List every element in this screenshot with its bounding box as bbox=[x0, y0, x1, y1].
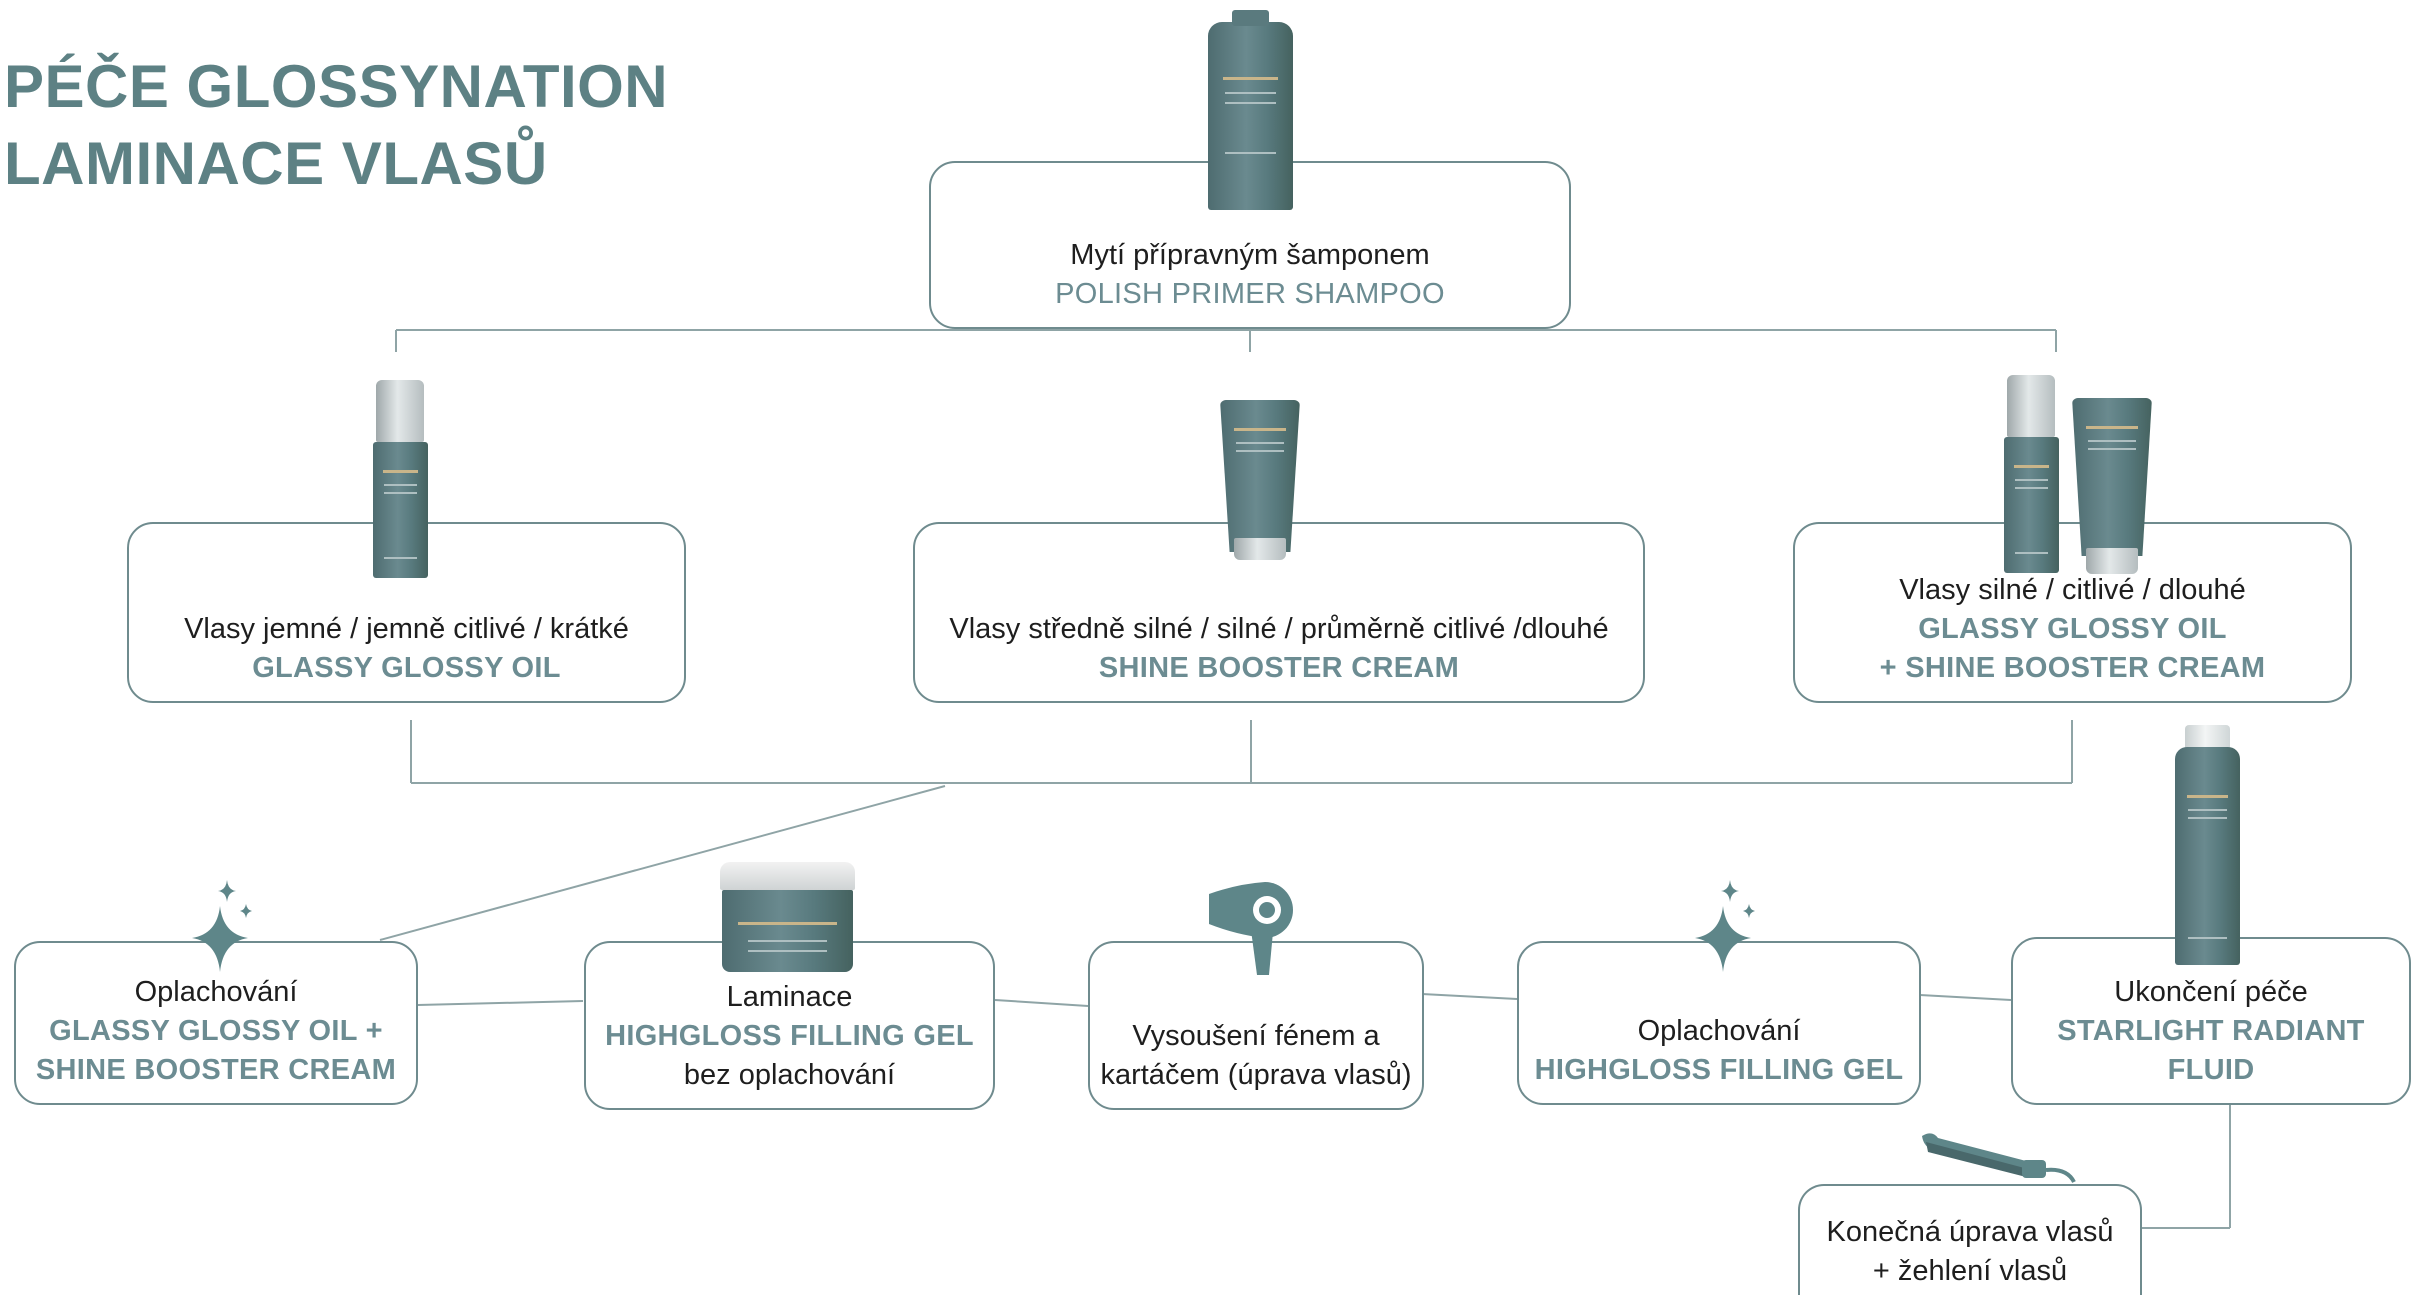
step-finish-box: Ukončení péče STARLIGHT RADIANT FLUID bbox=[2011, 937, 2411, 1105]
connector bbox=[417, 1000, 584, 1006]
step-rinse-gel-text: Oplachování bbox=[1637, 1015, 1801, 1047]
step-shampoo-product: POLISH PRIMER SHAMPOO bbox=[1055, 278, 1445, 310]
step-rinse-oil-product: GLASSY GLOSSY OIL + bbox=[49, 1015, 383, 1047]
step-rinse-oil-box: Oplachování GLASSY GLOSSY OIL + SHINE BO… bbox=[14, 941, 418, 1105]
step-drying-box: Vysoušení fénem a kartáčem (úprava vlasů… bbox=[1088, 941, 1424, 1110]
starlight-radiant-fluid-image bbox=[2175, 725, 2240, 965]
hair-type-strong-product: GLASSY GLOSSY OIL bbox=[1918, 613, 2227, 645]
hair-type-medium-text: Vlasy středně silné / silné / průměrně c… bbox=[949, 613, 1609, 645]
step-rinse-gel-product: HIGHGLOSS FILLING GEL bbox=[1534, 1054, 1904, 1086]
step-finish-product: STARLIGHT RADIANT FLUID bbox=[2057, 1015, 2365, 1086]
connector bbox=[1421, 993, 1518, 1000]
page-title: PÉČE GLOSSYNATION LAMINACE VLASŮ bbox=[4, 48, 668, 202]
connector bbox=[1919, 994, 2012, 1001]
hair-type-strong-box: Vlasy silné / citlivé / dlouhé GLASSY GL… bbox=[1793, 522, 2352, 703]
step-shampoo-box: Mytí přípravným šamponem POLISH PRIMER S… bbox=[929, 161, 1571, 329]
step-rinse-oil-text: Oplachování bbox=[134, 976, 298, 1008]
step-lamination-note: bez oplachování bbox=[683, 1059, 896, 1091]
hair-dryer-icon bbox=[1209, 882, 1293, 975]
title-line-2: LAMINACE VLASŮ bbox=[4, 130, 548, 197]
sparkle-icon bbox=[1695, 880, 1755, 972]
hair-straightener-icon bbox=[1922, 1133, 2076, 1183]
hair-type-fine-product: GLASSY GLOSSY OIL bbox=[252, 652, 561, 684]
hair-type-strong-product-2: + SHINE BOOSTER CREAM bbox=[1879, 652, 2266, 684]
step-drying-text: Vysoušení fénem a bbox=[1132, 1020, 1380, 1052]
title-line-1: PÉČE GLOSSYNATION bbox=[4, 53, 669, 120]
final-styling-text: Konečná úprava vlasů bbox=[1826, 1216, 2114, 1248]
final-styling-text-2: + žehlení vlasů bbox=[1872, 1255, 2068, 1287]
step-rinse-gel-box: Oplachování HIGHGLOSS FILLING GEL bbox=[1517, 941, 1921, 1105]
final-styling-box: Konečná úprava vlasů + žehlení vlasů bbox=[1798, 1184, 2142, 1295]
highgloss-filling-gel-jar-image bbox=[720, 862, 855, 972]
hair-type-medium-product: SHINE BOOSTER CREAM bbox=[1098, 652, 1460, 684]
sparkle-icon bbox=[192, 880, 252, 972]
step-lamination-product: HIGHGLOSS FILLING GEL bbox=[605, 1020, 974, 1052]
connector bbox=[379, 785, 946, 941]
step-drying-text-2: kartáčem (úprava vlasů) bbox=[1100, 1059, 1412, 1091]
glassy-glossy-oil-image bbox=[2004, 375, 2059, 573]
hair-type-fine-text: Vlasy jemné / jemně citlivé / krátké bbox=[184, 613, 629, 645]
step-lamination-text: Laminace bbox=[726, 981, 853, 1013]
connector bbox=[994, 999, 1089, 1007]
glassy-glossy-oil-image bbox=[373, 380, 428, 578]
step-finish-text: Ukončení péče bbox=[2114, 976, 2308, 1008]
step-rinse-oil-product-2: SHINE BOOSTER CREAM bbox=[35, 1054, 397, 1086]
hair-type-strong-text: Vlasy silné / citlivé / dlouhé bbox=[1899, 574, 2246, 606]
shine-booster-cream-image bbox=[1220, 400, 1300, 560]
shine-booster-cream-image bbox=[2072, 398, 2152, 574]
shampoo-bottle-image bbox=[1208, 10, 1293, 210]
step-shampoo-text: Mytí přípravným šamponem bbox=[1070, 239, 1430, 271]
